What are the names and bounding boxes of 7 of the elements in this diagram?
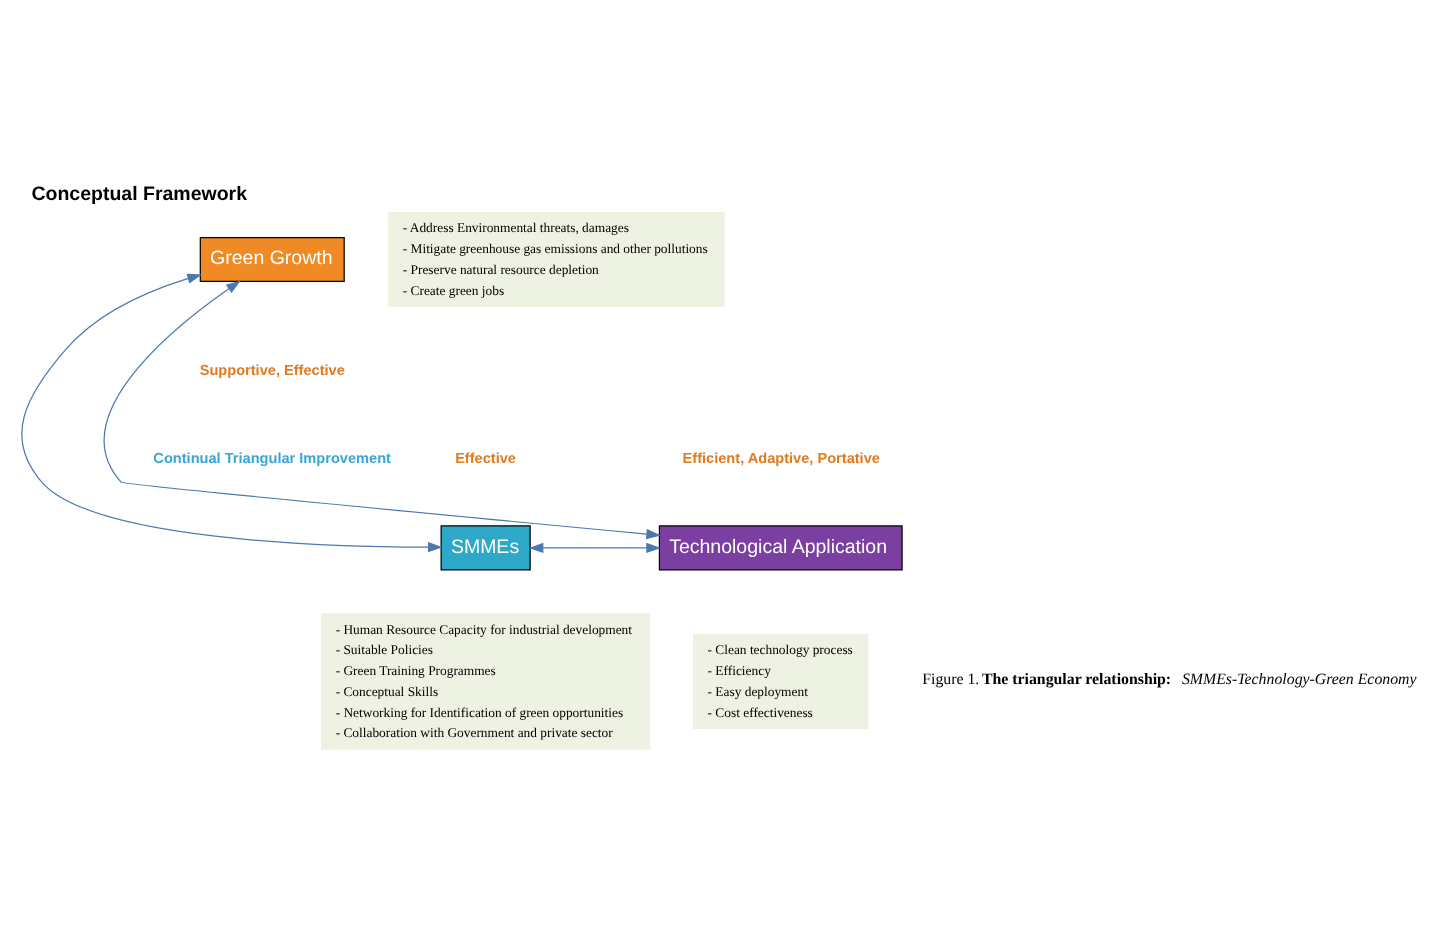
diagram-title: Conceptual Framework (31, 183, 248, 206)
arrow (104, 279, 661, 539)
node-box: SMMEs (440, 524, 531, 570)
arrow (528, 541, 661, 553)
arrow (21, 272, 443, 552)
node-box: Technological Application (658, 524, 903, 570)
node-box: Green Growth (199, 235, 345, 282)
